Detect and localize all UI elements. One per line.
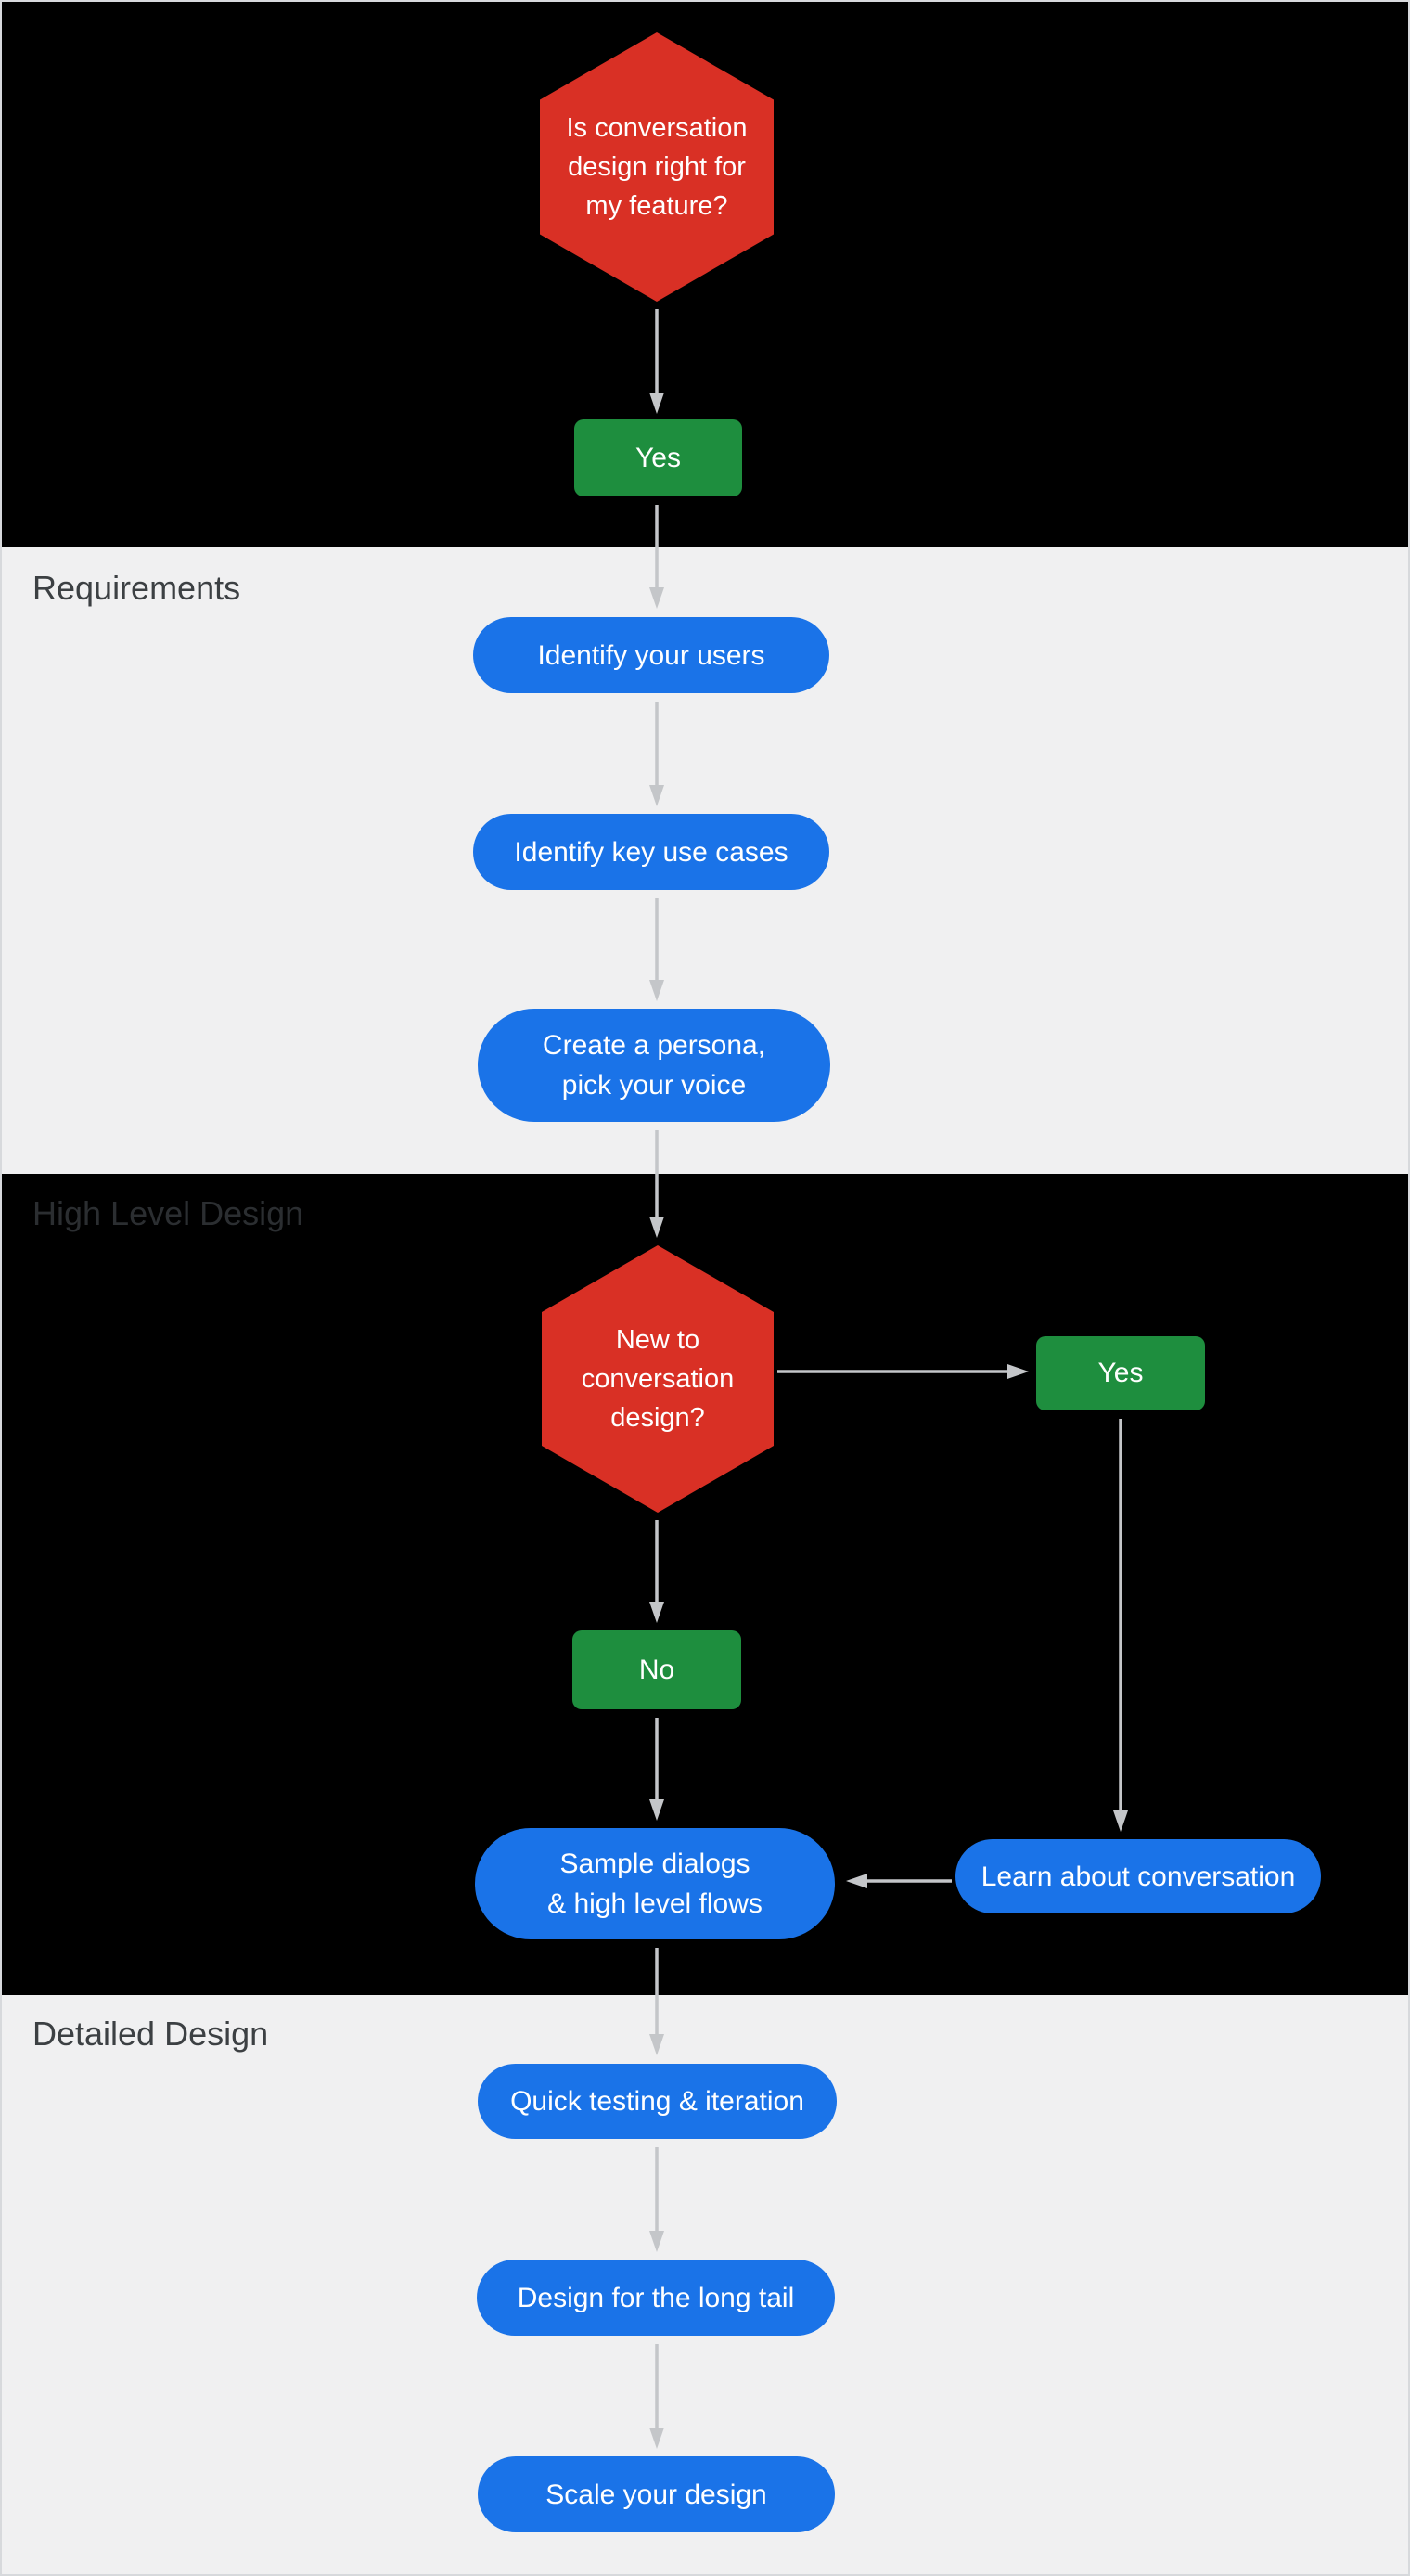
- decision-feature-fit-line: my feature?: [585, 191, 728, 221]
- step-sample-dialogs-line: & high level flows: [547, 1888, 763, 1919]
- step-sample-dialogs[interactable]: Sample dialogs & high level flows: [475, 1828, 835, 1939]
- step-sample-dialogs-line: Sample dialogs: [559, 1848, 750, 1879]
- answer-yes-top[interactable]: Yes: [574, 419, 742, 496]
- step-learn-about-conversation[interactable]: Learn about conversation: [955, 1839, 1321, 1913]
- decision-new-to-cd-line: conversation: [581, 1364, 735, 1394]
- answer-yes-right[interactable]: Yes: [1036, 1336, 1205, 1410]
- step-design-long-tail[interactable]: Design for the long tail: [477, 2260, 835, 2336]
- decision-feature-fit-line: Is conversation: [566, 113, 748, 143]
- step-create-persona-line: Create a persona,: [542, 1030, 766, 1061]
- section-label-high-level-design: High Level Design: [32, 1194, 304, 1232]
- step-create-persona-line: pick your voice: [561, 1070, 747, 1101]
- decision-new-to-cd-line: design?: [610, 1403, 705, 1433]
- step-identify-users[interactable]: Identify your users: [473, 617, 829, 693]
- section-label-detailed-design: Detailed Design: [32, 2015, 269, 2053]
- decision-new-to-conversation-design[interactable]: New to conversation design?: [542, 1245, 774, 1513]
- decision-feature-fit-line: design right for: [568, 152, 746, 182]
- step-scale-your-design[interactable]: Scale your design: [478, 2456, 835, 2532]
- section-label-requirements: Requirements: [32, 569, 241, 607]
- answer-no[interactable]: No: [572, 1630, 741, 1709]
- decision-feature-fit[interactable]: Is conversation design right for my feat…: [540, 32, 774, 302]
- decision-new-to-cd-line: New to: [615, 1325, 700, 1355]
- step-identify-key-use-cases[interactable]: Identify key use cases: [473, 814, 829, 890]
- step-create-persona[interactable]: Create a persona, pick your voice: [478, 1009, 830, 1122]
- step-quick-testing-iteration[interactable]: Quick testing & iteration: [478, 2064, 837, 2139]
